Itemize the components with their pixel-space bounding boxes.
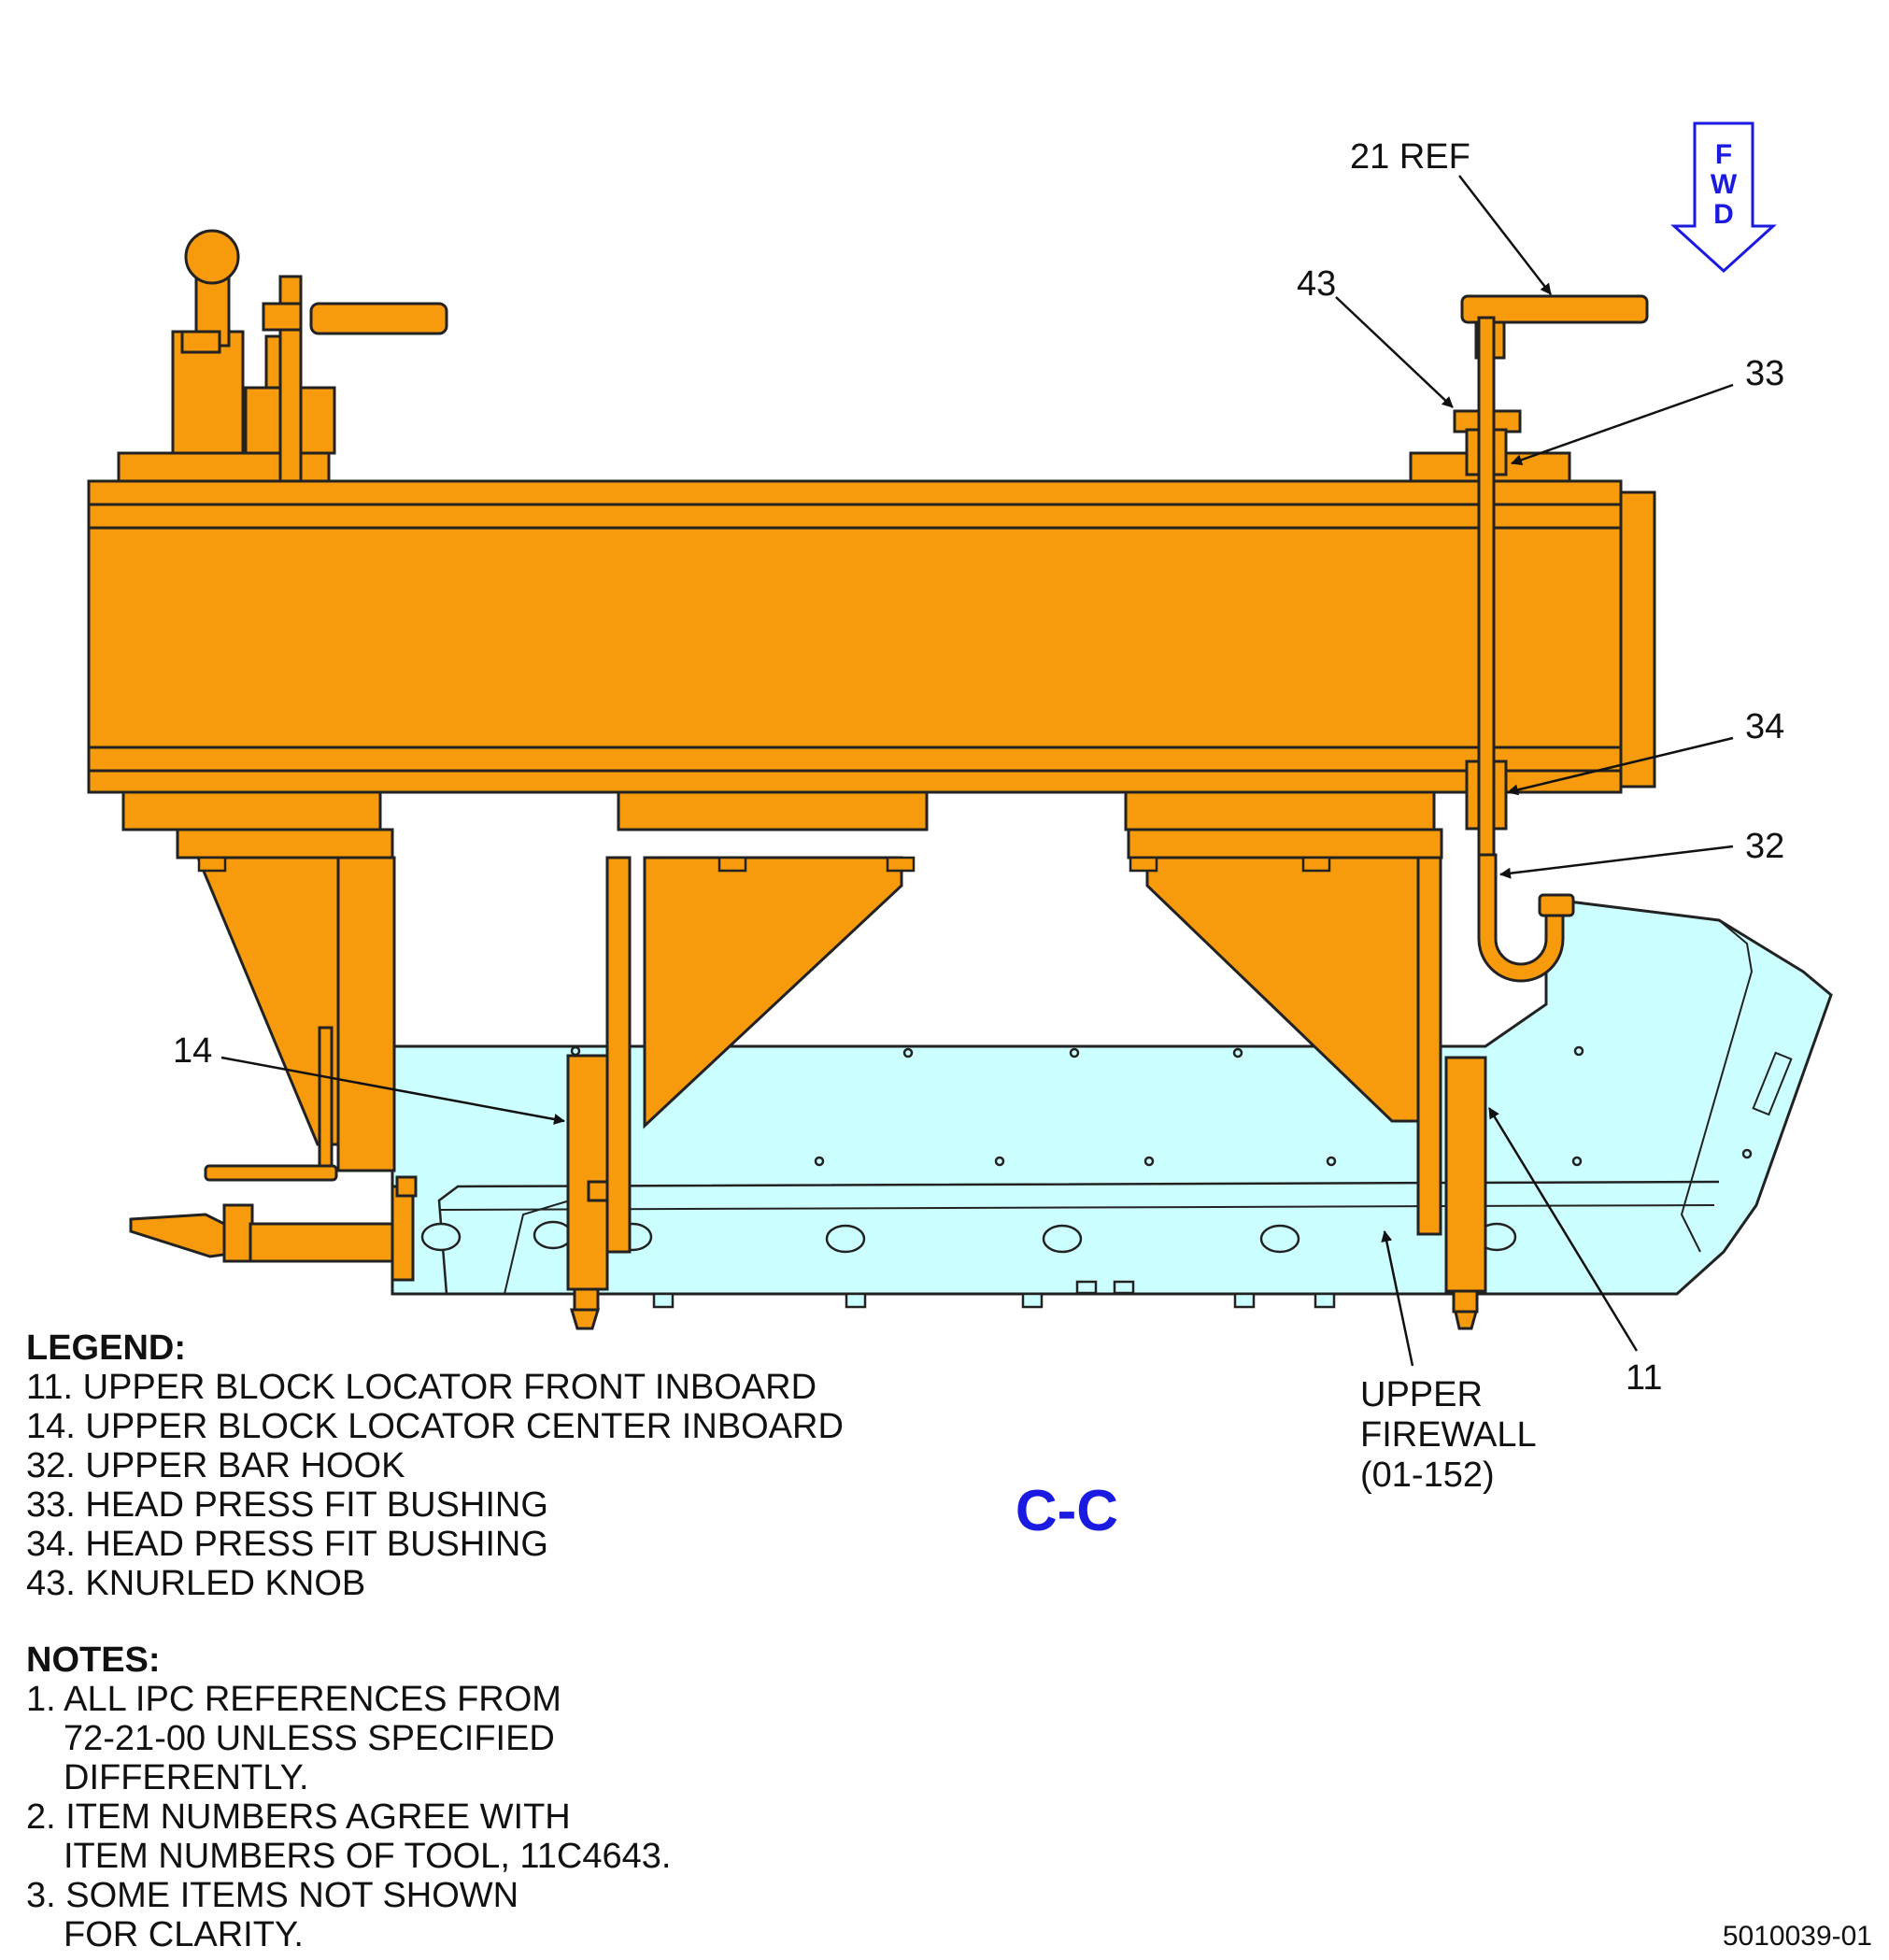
callout-33: 33 xyxy=(1745,354,1784,393)
notes: NOTES: 1. ALL IPC REFERENCES FROM 72-21-… xyxy=(26,1640,671,1954)
legend-item: 33. HEAD PRESS FIT BUSHING xyxy=(26,1485,548,1525)
section-label: C-C xyxy=(1016,1479,1118,1543)
callout-11: 11 xyxy=(1626,1358,1662,1398)
callout-32: 32 xyxy=(1745,827,1784,866)
leader-lines xyxy=(220,175,1734,1367)
drawing-number: 5010039-01 xyxy=(1722,1921,1872,1952)
leader-upper-firewall xyxy=(1381,1230,1414,1367)
legend: LEGEND: 11. UPPER BLOCK LOCATOR FRONT IN… xyxy=(26,1328,844,1603)
notes-title: NOTES: xyxy=(26,1640,161,1680)
leader-21-ref xyxy=(1458,175,1552,295)
note-2: 2. ITEM NUMBERS AGREE WITH xyxy=(26,1797,571,1837)
legend-title: LEGEND: xyxy=(26,1328,186,1368)
callout-upper-firewall-line3: (01-152) xyxy=(1360,1456,1495,1495)
fwd-letter-d: D xyxy=(1713,199,1734,230)
fwd-letter-w: W xyxy=(1711,169,1738,200)
callout-43: 43 xyxy=(1297,264,1336,304)
firewall-fasteners xyxy=(420,1045,1753,1309)
leader-14 xyxy=(220,1056,565,1125)
note-1-cont: 72-21-00 UNLESS SPECIFIED xyxy=(64,1719,555,1758)
callout-34: 34 xyxy=(1745,707,1784,746)
tool-bolt-heads xyxy=(197,856,1331,873)
callout-upper-firewall-line1: UPPER xyxy=(1360,1375,1483,1414)
note-1-cont: DIFFERENTLY. xyxy=(64,1758,309,1797)
note-2-cont: ITEM NUMBERS OF TOOL, 11C4643. xyxy=(64,1837,672,1876)
tool-assembly xyxy=(87,229,1656,1330)
leader-43 xyxy=(1335,296,1454,408)
note-1: 1. ALL IPC REFERENCES FROM xyxy=(26,1680,561,1719)
legend-item: 43. KNURLED KNOB xyxy=(26,1564,366,1603)
callout-upper-firewall-line2: FIREWALL xyxy=(1360,1415,1537,1455)
note-3-cont: FOR CLARITY. xyxy=(64,1915,304,1954)
leader-34 xyxy=(1507,736,1734,796)
leader-11 xyxy=(1487,1107,1639,1352)
legend-item: 34. HEAD PRESS FIT BUSHING xyxy=(26,1525,548,1564)
legend-item: 32. UPPER BAR HOOK xyxy=(26,1446,405,1485)
leader-33 xyxy=(1511,383,1734,465)
note-3: 3. SOME ITEMS NOT SHOWN xyxy=(26,1876,519,1915)
fwd-letter-f: F xyxy=(1715,139,1732,170)
legend-item: 14. UPPER BLOCK LOCATOR CENTER INBOARD xyxy=(26,1407,844,1446)
leader-32 xyxy=(1499,845,1734,879)
legend-item: 11. UPPER BLOCK LOCATOR FRONT INBOARD xyxy=(26,1368,817,1407)
callout-21-ref: 21 REF xyxy=(1350,137,1470,177)
callout-14: 14 xyxy=(173,1031,212,1071)
fwd-arrow-icon: F W D xyxy=(1670,121,1777,274)
